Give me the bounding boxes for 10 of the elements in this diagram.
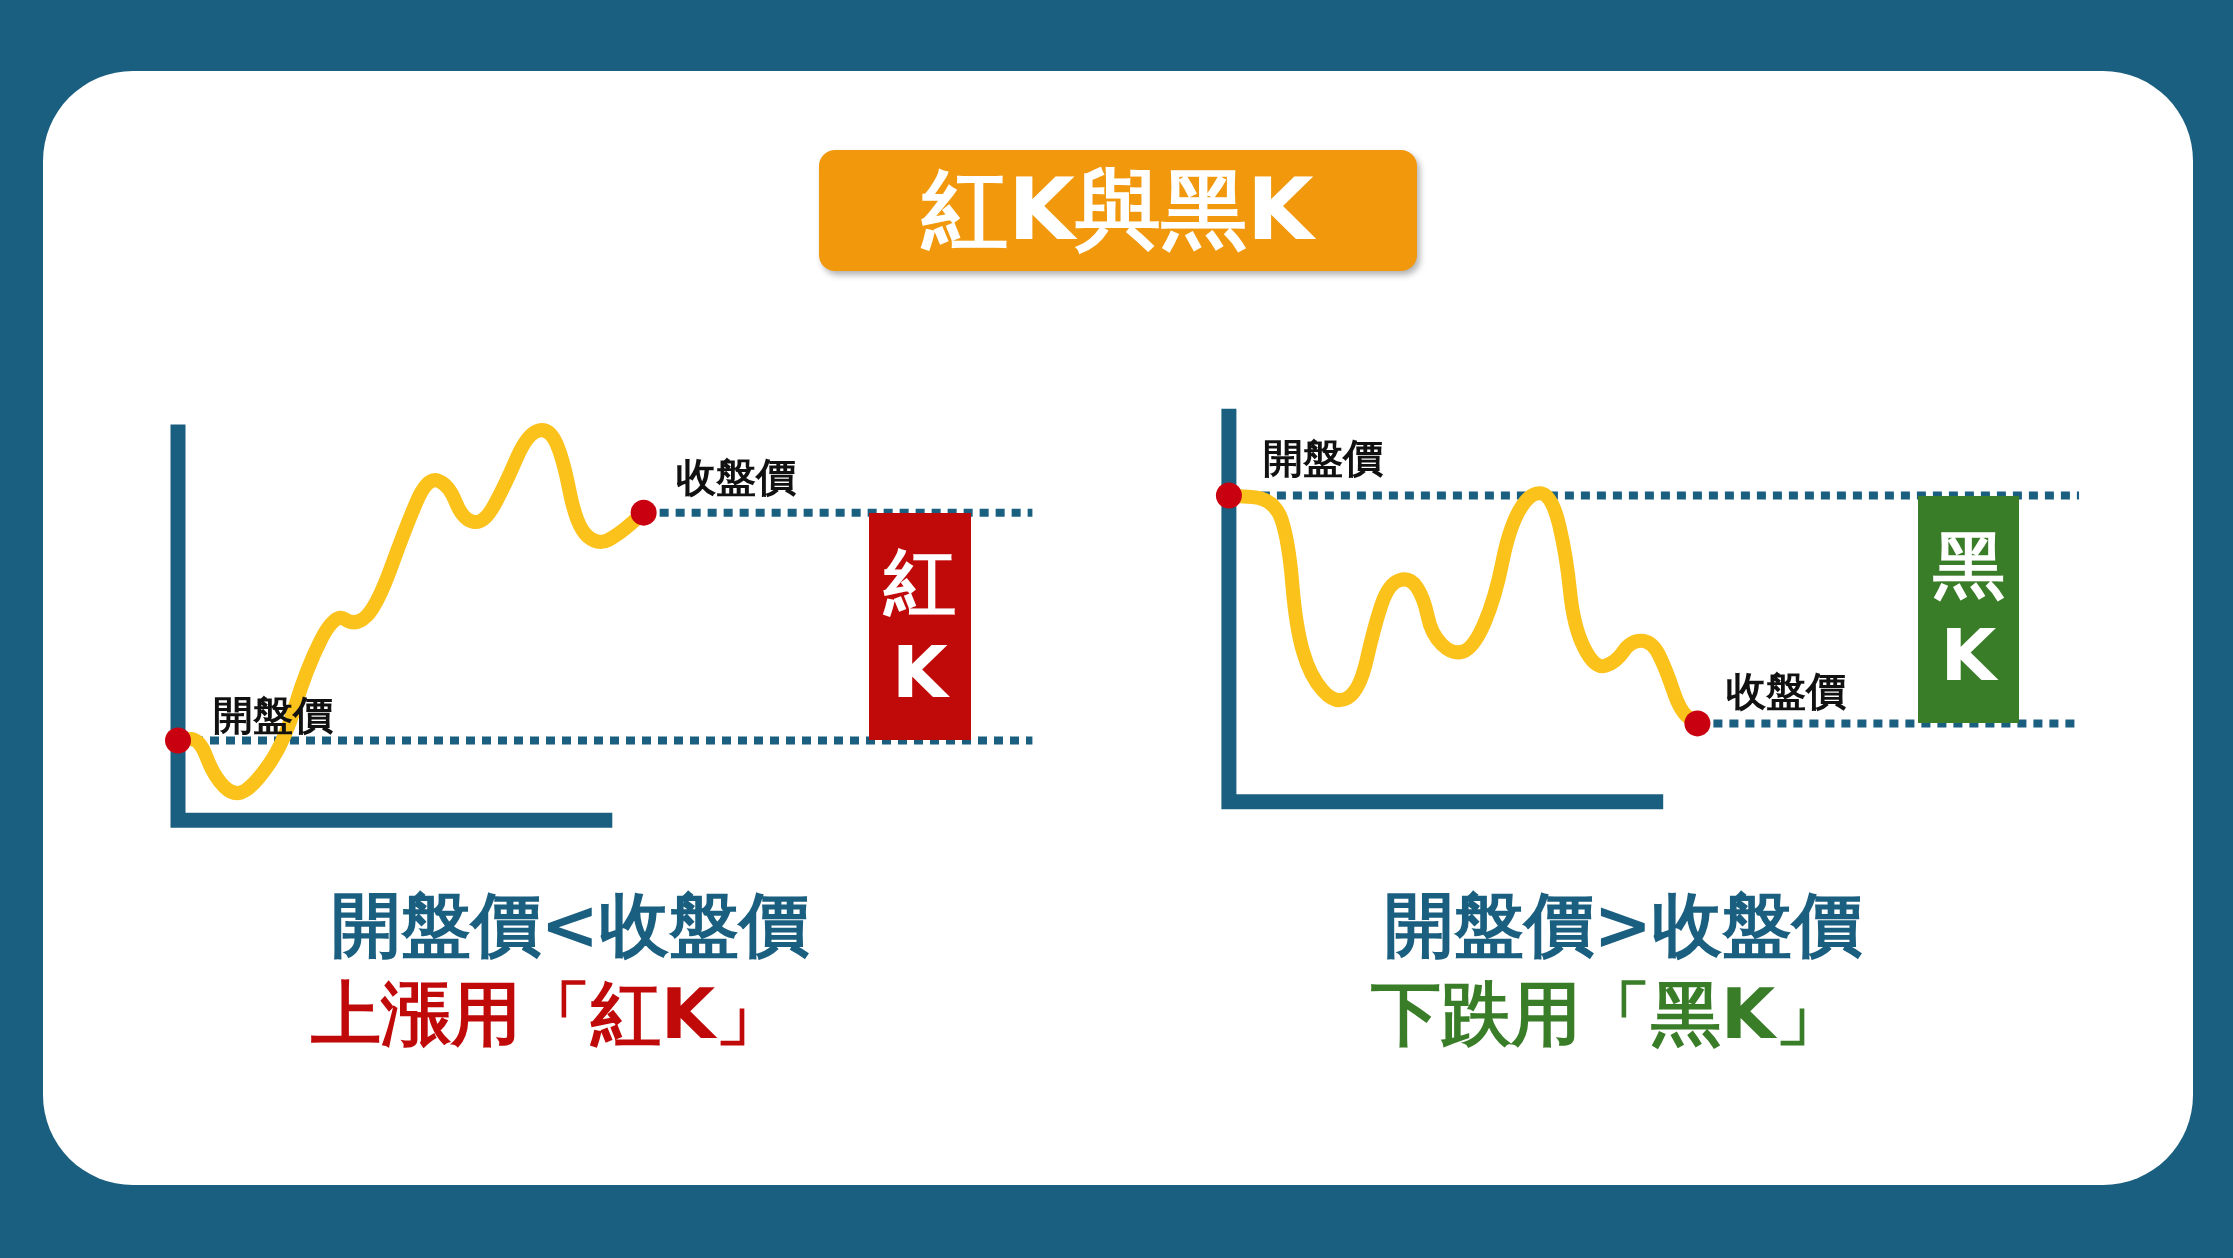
candlestick-box: 黑K bbox=[1918, 496, 2019, 723]
price-label: 開盤價 bbox=[1263, 433, 1383, 483]
trend-caption: 下跌用「黑K」 bbox=[1371, 972, 1846, 1057]
price-label: 收盤價 bbox=[1726, 666, 1846, 716]
price-label: 收盤價 bbox=[676, 452, 796, 502]
candlestick-box: 紅K bbox=[869, 513, 971, 740]
comparison-caption: 開盤價<收盤價 bbox=[330, 883, 810, 968]
trend-caption: 上漲用「紅K」 bbox=[311, 972, 786, 1057]
comparison-caption: 開盤價>收盤價 bbox=[1383, 883, 1863, 968]
title-banner: 紅K與黑K bbox=[819, 150, 1417, 271]
